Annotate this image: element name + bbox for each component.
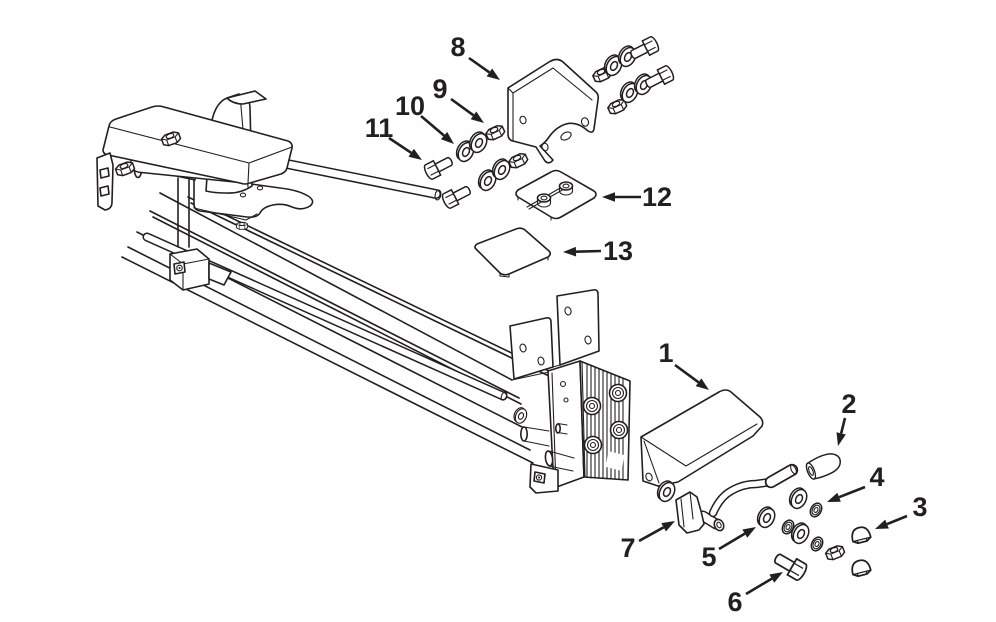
callout-5-arrow-line	[718, 532, 746, 551]
callout-5: 5	[701, 527, 756, 572]
callout-1: 1	[658, 338, 709, 390]
callout-11-label: 11	[365, 113, 394, 143]
callout-5-label: 5	[701, 542, 716, 572]
foot-bracket	[169, 248, 232, 291]
callout-1-label: 1	[658, 338, 673, 368]
callout-4-label: 4	[869, 462, 884, 492]
callout-6-label: 6	[727, 587, 742, 617]
callout-8-arrowhead-icon	[486, 68, 500, 80]
mount-fins	[509, 289, 600, 381]
part-7-latch-lever	[653, 463, 799, 534]
callout-5-arrowhead-icon	[742, 527, 756, 538]
callout-8: 8	[450, 32, 500, 80]
part-13-shim-plate	[474, 227, 552, 278]
callout-6: 6	[727, 572, 783, 617]
callout-13: 13	[563, 236, 633, 266]
pump-boss	[582, 383, 629, 455]
callout-6-arrow-line	[745, 577, 773, 596]
part-8-hitch-bracket	[507, 58, 600, 164]
callout-9-arrow-line	[450, 97, 475, 117]
callout-10-arrowhead-icon	[440, 131, 454, 144]
callout-1-arrow-line	[674, 363, 700, 384]
callout-9-label: 9	[432, 74, 447, 104]
part-2-handle-grip	[805, 453, 842, 480]
callout-3-arrowhead-icon	[875, 519, 889, 529]
callout-3: 3	[875, 492, 928, 529]
callout-7-arrow-line	[638, 526, 665, 543]
callout-3-label: 3	[912, 492, 927, 522]
callout-11-arrowhead-icon	[408, 148, 422, 160]
callout-10: 10	[395, 91, 454, 144]
callout-12-label: 12	[642, 182, 672, 212]
callout-2-arrow-line	[839, 417, 847, 434]
callout-10-label: 10	[395, 91, 425, 121]
callout-10-arrow-line	[420, 115, 445, 137]
callout-11: 11	[365, 113, 422, 160]
callout-6-arrowhead-icon	[769, 572, 783, 583]
pump-block	[511, 360, 631, 494]
callout-12-arrowhead-icon	[602, 192, 615, 202]
callout-7: 7	[620, 521, 675, 563]
pusher-assembly	[96, 105, 293, 211]
callout-8-label: 8	[450, 32, 465, 62]
callout-13-arrow-line	[575, 249, 602, 253]
callout-8-arrow-line	[468, 56, 491, 74]
callout-7-arrowhead-icon	[661, 521, 675, 532]
callout-2-arrowhead-icon	[836, 432, 846, 446]
callout-13-label: 13	[603, 236, 633, 266]
callout-7-label: 7	[620, 533, 635, 563]
callout-12: 12	[602, 182, 672, 212]
callout-3-arrow-line	[886, 514, 908, 526]
callout-4-arrow-line	[838, 485, 866, 499]
callout-2: 2	[836, 389, 857, 446]
part-1-cover-plate	[640, 389, 764, 487]
callout-9-arrowhead-icon	[470, 111, 484, 123]
callout-9: 9	[432, 74, 484, 123]
callout-4: 4	[827, 462, 885, 502]
callout-4-arrowhead-icon	[827, 492, 841, 502]
callout-13-arrowhead-icon	[563, 246, 577, 257]
callout-11-arrow-line	[388, 136, 412, 154]
plate-boss	[536, 181, 574, 208]
callout-2-label: 2	[841, 389, 856, 419]
callout-1-arrowhead-icon	[695, 378, 709, 390]
part-12-clamp-plate	[515, 169, 597, 221]
